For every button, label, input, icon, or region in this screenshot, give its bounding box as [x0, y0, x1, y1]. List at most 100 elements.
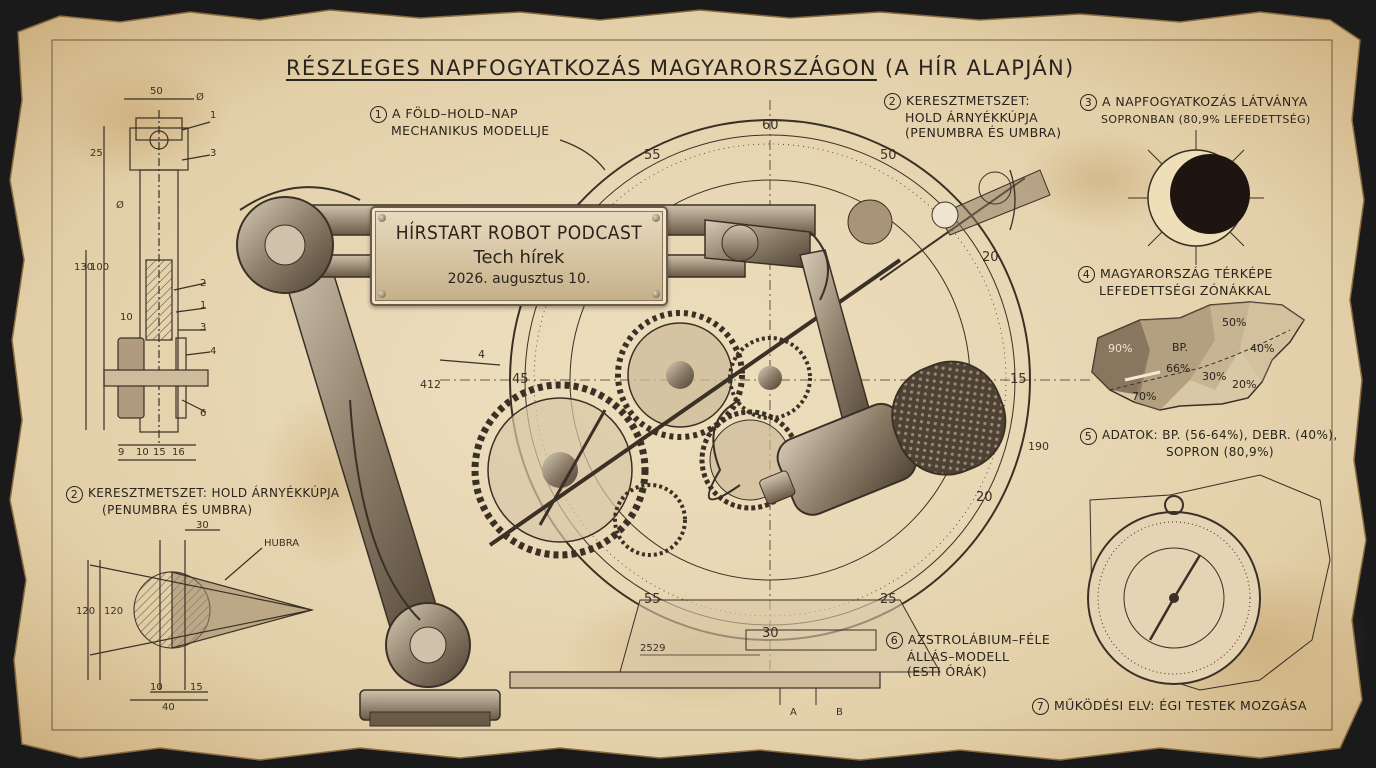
callout-text: KERESZTMETSZET: HOLD ÁRNYÉKKÚPJA — [88, 486, 340, 500]
callout-2-top: 2 KERESZTMETSZET: HOLD ÁRNYÉKKÚPJA (PENUM… — [884, 93, 1061, 140]
dial-label: 20 — [982, 250, 999, 265]
map-label: 66% — [1166, 362, 1191, 375]
callout-text: SOPRON (80,9%) — [1166, 445, 1274, 459]
callout-text: A NAPFOGYATKOZÁS LÁTVÁNYA — [1102, 94, 1308, 109]
rivet-icon — [652, 290, 660, 298]
callout-2-left: 2 KERESZTMETSZET: HOLD ÁRNYÉKKÚPJA (PENUM… — [66, 486, 340, 518]
dial-label: 60 — [762, 118, 779, 133]
dim-label: 100 — [90, 262, 110, 273]
dial-label: 30 — [762, 626, 779, 641]
dial-label: 412 — [420, 378, 441, 391]
dim-label: 3 — [210, 148, 217, 159]
map-label: 50% — [1222, 316, 1247, 329]
callout-text: ADATOK: BP. (56-64%), DEBR. (40%), — [1102, 428, 1338, 442]
callout-text: MŰKÖDÉSI ELV: ÉGI TESTEK MOZGÁSA — [1054, 698, 1307, 713]
podcast-plaque: HÍRSTART ROBOT PODCAST Tech hírek 2026. … — [370, 206, 668, 306]
side-elevation-drawing — [85, 98, 211, 461]
dim-label: A — [790, 707, 797, 718]
dim-label: 50 — [150, 86, 163, 97]
dial-label: 55 — [644, 592, 661, 607]
callout-number: 3 — [1080, 94, 1097, 111]
dim-label: 120 — [76, 606, 96, 617]
dim-label: 25 — [90, 148, 103, 159]
hungary-coverage-map — [1091, 301, 1306, 411]
dim-label: 2529 — [640, 643, 666, 654]
dim-label: 15 — [153, 447, 166, 458]
callout-number: 4 — [1078, 266, 1095, 283]
callout-text: MAGYARORSZÁG TÉRKÉPE — [1100, 266, 1273, 281]
eclipse-illustration — [1128, 130, 1264, 265]
dim-label: 3 — [200, 322, 207, 333]
map-label: BP. — [1172, 341, 1188, 354]
callout-7: 7 MŰKÖDÉSI ELV: ÉGI TESTEK MOZGÁSA — [1032, 698, 1307, 715]
callout-4: 4 MAGYARORSZÁG TÉRKÉPE LEFEDETTSÉGI ZÓNÁK… — [1078, 266, 1273, 298]
shadow-cone-section — [87, 529, 315, 701]
map-label: 20% — [1232, 378, 1257, 391]
dial-label: 15 — [1010, 372, 1027, 387]
page-title: RÉSZLEGES NAPFOGYATKOZÁS MAGYARORSZÁGON … — [286, 56, 1075, 80]
map-label: 30% — [1202, 370, 1227, 383]
callout-text: KERESZTMETSZET: — [906, 93, 1030, 108]
dial-label: 55 — [644, 148, 661, 163]
plaque-title: HÍRSTART ROBOT PODCAST — [395, 222, 643, 244]
callout-number: 2 — [66, 486, 83, 503]
callout-number: 7 — [1032, 698, 1049, 715]
dial-label: 45 — [512, 372, 529, 387]
callout-text: HOLD ÁRNYÉKKÚPJA — [905, 110, 1039, 125]
callout-text: SOPRONBAN (80,9% LEFEDETTSÉG) — [1101, 113, 1311, 126]
astrolabe — [1087, 474, 1331, 691]
dim-label: 30 — [196, 520, 209, 531]
microphone — [759, 360, 1007, 516]
callout-text: (PENUMBRA ÉS UMBRA) — [905, 125, 1062, 140]
dim-label: Ø — [196, 92, 204, 103]
dim-label: HUBRA — [264, 538, 300, 549]
dim-label: 9 — [118, 447, 125, 458]
dim-label: 40 — [162, 702, 175, 713]
callout-3: 3 A NAPFOGYATKOZÁS LÁTVÁNYA SOPRONBAN (80… — [1080, 94, 1311, 127]
dim-label: 4 — [210, 346, 217, 357]
dim-label: Ø — [116, 200, 124, 211]
dim-label: 2 — [200, 278, 207, 289]
dim-label: 1 — [200, 300, 207, 311]
callout-text: A FÖLD–HOLD–NAP — [392, 106, 518, 121]
map-label: 90% — [1108, 342, 1133, 355]
callout-text: ÁLLÁS–MODELL — [907, 649, 1010, 664]
title-main: RÉSZLEGES NAPFOGYATKOZÁS MAGYARORSZÁGON — [286, 56, 877, 80]
dial-label: 20 — [976, 490, 993, 505]
rivet-icon — [652, 214, 660, 222]
callout-5: 5 ADATOK: BP. (56-64%), DEBR. (40%), SOPR… — [1080, 428, 1338, 460]
callout-text: LEFEDETTSÉGI ZÓNÁKKAL — [1099, 283, 1272, 298]
dim-label: 10 — [150, 682, 163, 693]
dim-label: 15 — [190, 682, 203, 693]
dim-label: 6 — [200, 408, 207, 419]
rivet-icon — [378, 290, 386, 298]
robot-arm — [236, 186, 879, 727]
dial-label: 25 — [880, 592, 897, 607]
map-label: 70% — [1132, 390, 1157, 403]
callout-1: 1 A FÖLD–HOLD–NAP MECHANIKUS MODELLJE — [370, 106, 550, 138]
callout-number: 1 — [370, 106, 387, 123]
dim-label: B — [836, 707, 843, 718]
dim-label: 130 — [74, 262, 94, 273]
plaque-category: Tech hírek — [473, 247, 565, 268]
dial-label: 50 — [880, 148, 897, 163]
title-sub: (A HÍR ALAPJÁN) — [884, 56, 1075, 80]
callout-text: AZSTROLÁBIUM–FÉLE — [908, 632, 1051, 647]
dim-label: 1 — [210, 110, 217, 121]
callout-number: 5 — [1080, 428, 1097, 445]
dim-label: 10 — [136, 447, 149, 458]
map-label: 40% — [1250, 342, 1275, 355]
callout-text: (ESTI ÓRÁK) — [907, 664, 988, 679]
dim-label: 120 — [104, 606, 124, 617]
callout-text: (PENUMBRA ÉS UMBRA) — [102, 503, 253, 517]
dial-label: 190 — [1028, 440, 1049, 453]
dial-label: 4 — [478, 348, 485, 361]
callout-text: MECHANIKUS MODELLJE — [391, 123, 550, 138]
plaque-date: 2026. augusztus 10. — [447, 271, 591, 287]
dim-label: 16 — [172, 447, 185, 458]
callout-number: 2 — [884, 93, 901, 110]
dim-label: 10 — [120, 312, 133, 323]
rivet-icon — [378, 214, 386, 222]
